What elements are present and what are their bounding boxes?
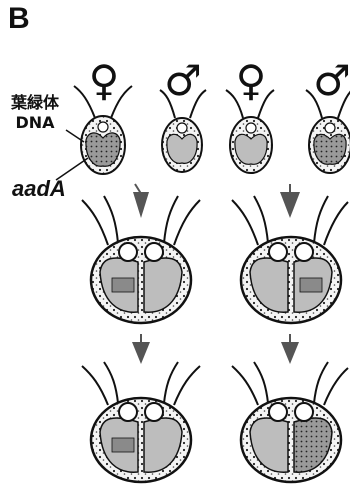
aada-gene-label: aadA	[12, 178, 66, 200]
gamete-4-male-symbol: ♂	[313, 56, 350, 105]
gamete-2-male-symbol: ♂	[164, 56, 202, 105]
panel-letter: B	[8, 4, 30, 34]
zygote-left-aada-patch	[112, 278, 134, 292]
chloroplast-dna-label: 葉緑体 DNA	[2, 93, 68, 133]
progeny-arrow-left	[132, 334, 150, 364]
chloroplast-dna-label-line1: 葉緑体	[2, 93, 68, 113]
gamete-3-female-symbol: ♀	[236, 56, 267, 105]
chloroplast-dna-label-line2: DNA	[2, 113, 68, 133]
progeny-left	[82, 362, 200, 482]
gamete-1-female-symbol: ♀	[89, 56, 120, 105]
progeny-left-aada-patch	[112, 438, 134, 452]
progeny-right	[232, 362, 348, 482]
progeny-arrow-right	[281, 334, 299, 364]
zygote-right-aada-patch	[300, 278, 322, 292]
fusion-arrow-right	[280, 184, 300, 218]
fusion-arrow-left	[133, 184, 149, 218]
